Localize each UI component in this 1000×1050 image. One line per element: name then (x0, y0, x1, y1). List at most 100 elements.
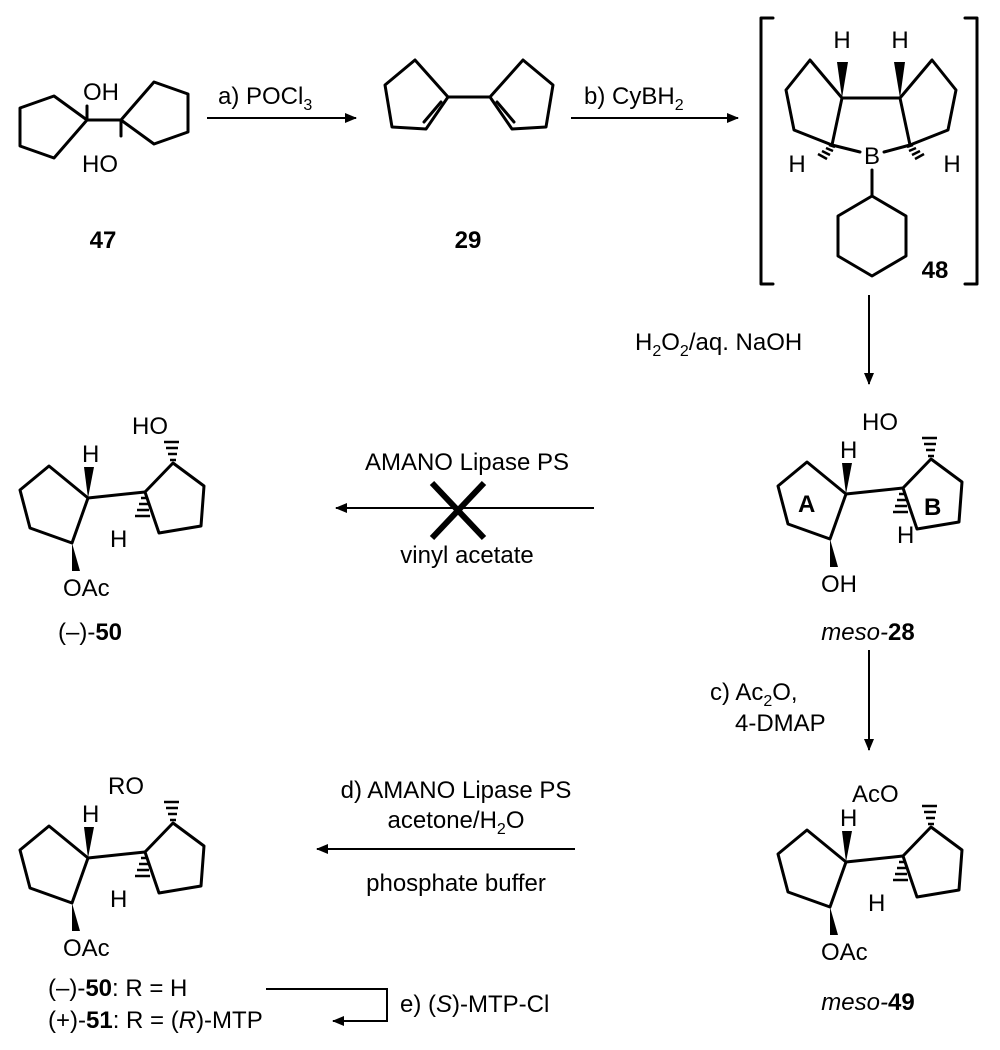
hashed-bond-h (135, 856, 150, 878)
product-label-50: (–)-50: R = H (48, 975, 187, 1002)
text-part: : R = H (112, 975, 187, 1002)
reaction-arrow-oxidation: H2O2/aq. NaOH (635, 295, 874, 385)
c-c-bond (844, 854, 905, 864)
compound-meso-49: AcO H H OAc (776, 781, 964, 966)
c-b-bond (830, 143, 862, 154)
c-c-bond (844, 486, 905, 496)
acetate-label: AcO (852, 781, 899, 808)
wedge-bond-oac (72, 903, 80, 931)
rotation-prefix: (+)- (48, 1007, 86, 1034)
acetate-label: OAc (821, 939, 868, 966)
hashed-bond-h (893, 860, 908, 882)
bracket-left (759, 16, 775, 286)
reagent-label: e) (S)-MTP-Cl (400, 991, 549, 1018)
compound-meso-28: HO H H OH A B (776, 409, 964, 598)
cross-mark (429, 480, 487, 541)
hashed-bond-oh (164, 440, 179, 462)
double-bond (422, 100, 443, 124)
wedge-bond-h (842, 463, 852, 494)
text-part: e) ( (400, 991, 436, 1018)
wedge-bond-oh (830, 539, 838, 567)
compound-number: meso-28 (821, 619, 914, 646)
hydroxyl-label: OH (83, 79, 119, 106)
bracket-right (963, 16, 979, 286)
hydrogen-label: H (840, 437, 857, 464)
wedge-bond-h (84, 467, 94, 498)
text-part: : R = ( (113, 1007, 179, 1034)
cyclopentene-ring-left (383, 58, 450, 131)
compound-50-top: HO H H OAc (18, 413, 206, 602)
text-part: acetone/H (388, 807, 497, 834)
text-part: c) Ac (710, 679, 763, 706)
hydrogen-label: H (897, 522, 914, 549)
cyclopentane-ring-left (776, 828, 848, 909)
rotation-prefix: (–)- (48, 975, 85, 1002)
subscript: 2 (763, 693, 772, 710)
reagent-label: a) POCl3 (218, 83, 312, 114)
ring-a (776, 460, 848, 541)
cyclopentane-ring-left (18, 94, 89, 160)
rotation-prefix: (–)- (58, 619, 95, 646)
hashed-bond-h (893, 492, 908, 514)
hashed-bond-h (817, 143, 836, 161)
cyclopentane-ring-left (784, 58, 844, 147)
text-part: O (506, 807, 525, 834)
subscript: 2 (652, 343, 661, 360)
hydrogen-label: H (110, 886, 127, 913)
hydrogen-label: H (868, 890, 885, 917)
acetate-label: OAc (63, 575, 110, 602)
meso-prefix: meso- (821, 619, 888, 646)
wedge-bond-h (84, 827, 94, 858)
text-part: /aq. NaOH (689, 329, 802, 356)
double-bond (495, 100, 516, 124)
stereo-descriptor: R (179, 1007, 196, 1034)
compound-number-value: 51 (86, 1007, 113, 1034)
compound-47: OH HO 47 (18, 79, 190, 254)
ring-b-label: B (924, 494, 941, 521)
wedge-bond-oac (72, 543, 80, 571)
hydrogen-label: H (943, 151, 960, 178)
compound-number-value: 28 (888, 619, 915, 646)
reaction-arrow-b: b) CyBH2 (571, 83, 739, 123)
reagent-label: H2O2/aq. NaOH (635, 329, 802, 360)
reagent-label: b) CyBH2 (584, 83, 684, 114)
hydroxyl-label: HO (132, 413, 168, 440)
text-part: H (635, 329, 652, 356)
acetate-label: OAc (63, 935, 110, 962)
reagent-label: AMANO Lipase PS (365, 449, 569, 476)
subscript: 2 (497, 821, 506, 838)
c-c-bond (86, 490, 147, 500)
compound-48: H H H H B 48 (759, 16, 979, 286)
arrow-line (266, 988, 388, 1026)
text-part: O (661, 329, 680, 356)
hashed-bond-oh (922, 436, 937, 458)
wedge-bond-oac (830, 907, 838, 935)
reagent-label: acetone/H2O (388, 807, 525, 838)
hydrogen-label: H (82, 441, 99, 468)
hydroxyl-label: OH (821, 571, 857, 598)
reagent-label: vinyl acetate (400, 542, 533, 569)
hashed-bond-or (164, 800, 179, 822)
hashed-bond-oac (922, 804, 937, 826)
wedge-bond-h (894, 62, 905, 98)
compound-number: 47 (90, 227, 117, 254)
compound-number: 48 (922, 257, 949, 284)
reaction-arrow-a: a) POCl3 (207, 83, 357, 123)
hashed-bond-h (906, 143, 925, 161)
hydroxyl-label: HO (82, 151, 118, 178)
compound-number-value: 49 (888, 989, 915, 1016)
compound-number: meso-49 (821, 989, 914, 1016)
boron-label: B (864, 143, 880, 170)
compound-number: (–)-50 (58, 619, 122, 646)
compound-number: 29 (455, 227, 482, 254)
reaction-arrow-e: e) (S)-MTP-Cl (266, 988, 549, 1026)
cyclopentane-ring-right (119, 80, 190, 146)
compound-number-value: 50 (95, 619, 122, 646)
hydrogen-label: H (891, 27, 908, 54)
subscript: 2 (675, 97, 684, 114)
text-part: b) CyBH (584, 83, 675, 110)
hydrogen-label: H (833, 27, 850, 54)
cyclopentane-ring-right (143, 461, 206, 535)
hydroxyl-label: HO (862, 409, 898, 436)
